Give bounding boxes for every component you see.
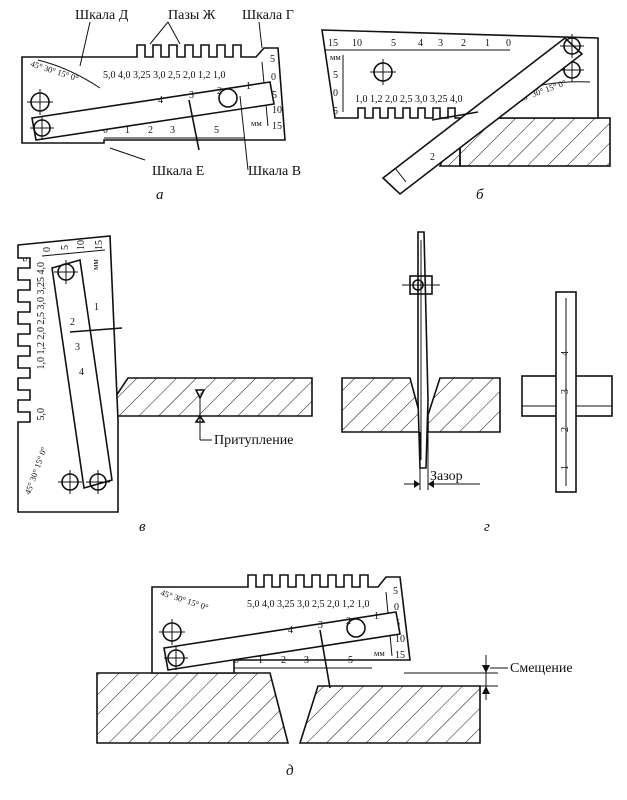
d-e-0: 0 [234,655,239,666]
arm-2-b: 2 [430,152,435,163]
d-e-3: 3 [304,655,309,666]
b-top-3: 3 [438,38,443,49]
caption-d: д [286,763,294,779]
unit-d: мм [374,648,385,658]
slot-values-b: 1,0 1,2 2,0 2,5 3,0 3,25 4,0 [355,94,463,105]
unit-a: мм [251,118,262,128]
panel-a: 45° 30° 15° 0° 5,0 4,0 3,25 3,0 2,5 2,0 … [21,8,301,203]
panel-g: Зазор 1 2 3 4 г [341,231,613,535]
arm-3-a: 3 [189,90,194,101]
d-g-15: 15 [395,650,405,661]
b-top-1: 1 [485,38,490,49]
v-top-0: 0 [42,247,53,252]
unit-b: мм [330,52,341,62]
label-slots-zh: Пазы Ж [168,8,216,23]
v-top-10: 10 [76,240,87,250]
workpiece-g-right [427,377,501,433]
caption-a: а [156,187,164,203]
v-top-15: 15 [94,240,105,250]
b-top-10: 10 [352,38,362,49]
b-top-0: 0 [506,38,511,49]
label-scale-e: Шкала Е [152,164,204,179]
d-g-5: 5 [393,586,398,597]
scale-e-3-a: 3 [170,125,175,136]
label-scale-v: Шкала В [248,164,301,179]
workpiece-d-left [96,672,290,744]
caption-g: г [484,519,490,535]
b-top-15: 15 [328,38,338,49]
strip-1-g: 1 [560,465,571,470]
scale-e-1-a: 1 [125,125,130,136]
hole-right-a [218,88,238,108]
v-top-5b: 5 [60,245,71,250]
arm-3-v: 3 [75,342,80,353]
arm-4-a: 4 [158,95,163,106]
strip-3-g: 3 [560,389,571,394]
d-e-5: 5 [348,655,353,666]
label-scale-g: Шкала Г [242,8,294,23]
arm-1-d: 1 [374,611,379,622]
arm-3-d: 3 [318,620,323,631]
label-gap: Зазор [430,469,463,484]
needle-a [188,99,200,151]
arm-4-d: 4 [288,625,293,636]
panel-d: 45° 30° 15° 0° 5,0 4,0 3,25 3,0 2,5 2,0 … [96,574,573,779]
slot-5-v: 5,0 [36,408,47,421]
workpiece-g-left [341,377,421,433]
slot-values-v: 1,0 1,2 2,0 2,5 3,0 3,25 4,0 [36,262,47,370]
gauge-arm-d [163,611,401,671]
arm-2-a: 2 [217,86,222,97]
workpiece-d-right [298,685,481,744]
workpiece-v [109,377,313,417]
needle-b [431,111,479,121]
arm-2-v: 2 [70,317,75,328]
scale-g-0-a: 0 [271,72,276,83]
unit-v: мм [90,259,100,270]
caption-b: б [476,187,484,203]
d-e-1: 1 [258,655,263,666]
b-top-2: 2 [461,38,466,49]
label-bluntness: Притупление [214,433,293,448]
panel-v: 5 0 5 10 15 мм 1,0 1,2 2,0 2,5 3,0 3,25 … [17,235,313,535]
angle-arc-a [37,59,101,89]
needle-v [69,327,123,333]
arm-2-d: 2 [346,616,351,627]
scale-e-0-a: 0 [103,125,108,136]
d-e-2: 2 [281,655,286,666]
leader-scale-d [79,21,91,67]
panel-b: 15 10 5 4 3 2 1 0 мм 5 0 5 1,0 1,2 2,0 2… [321,29,611,203]
label-offset: Смещение [510,661,573,676]
gauge-arm-v [51,258,113,490]
scale-g-15-a: 15 [272,121,282,132]
caption-v: в [139,519,146,535]
label-scale-d: Шкала Д [75,8,129,23]
arm-1-v: 1 [94,302,99,313]
arm-4-v: 4 [79,367,84,378]
scale-e-2-a: 2 [148,125,153,136]
b-top-5: 5 [391,38,396,49]
strip-2-g: 2 [560,427,571,432]
gauge-body-b [321,29,599,119]
b-left-5: 5 [333,70,338,81]
b-left-5b: 5 [333,106,338,117]
scale-g-5b-a: 5 [272,90,277,101]
scale-g-5-a: 5 [270,54,275,65]
d-g-0: 0 [394,602,399,613]
b-left-0: 0 [333,88,338,99]
v-top-5: 5 [22,257,33,262]
d-g-10: 10 [395,634,405,645]
arm-1-a: 1 [246,81,251,92]
strip-4-g: 4 [560,351,571,356]
gauge-arm-b [381,36,584,196]
b-top-4: 4 [418,38,423,49]
scale-g-10-a: 10 [272,105,282,116]
scale-e-5-a: 5 [214,125,219,136]
slot-values-d: 5,0 4,0 3,25 3,0 2,5 2,0 1,2 1,0 [247,599,370,610]
slot-values-a: 5,0 4,0 3,25 3,0 2,5 2,0 1,2 1,0 [103,70,226,81]
needle-d [319,629,331,689]
